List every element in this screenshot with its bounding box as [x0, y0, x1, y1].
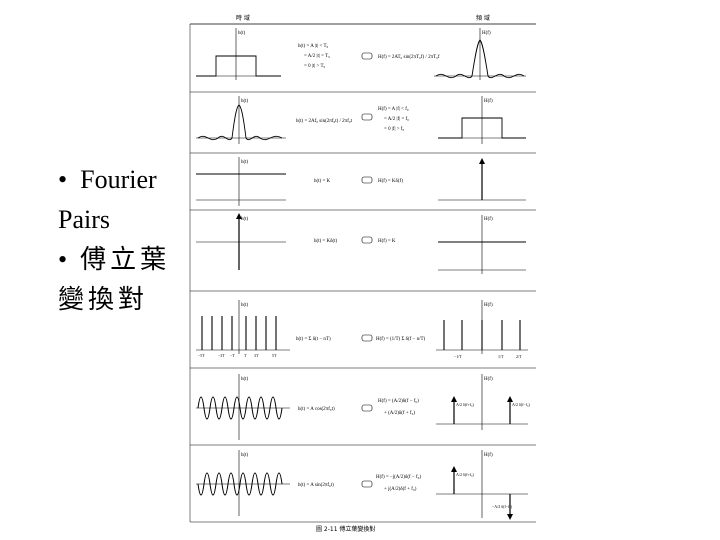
svg-text:−3T: −3T [218, 353, 225, 358]
row4-time-eq: h(t) = Kδ(t) [314, 239, 338, 244]
row2-time-eq: h(t) = 2Af₀ sin(2πf₀t) / 2πf₀t [296, 119, 353, 124]
row6-freq-label: H(f) [484, 377, 493, 382]
row6-freq-eq-1: H(f) = (A/2)δ(f − f₀) [378, 399, 419, 404]
row6-time-label: h(t) [241, 377, 249, 382]
row-4: h(t) h(t) = Kδ(t) H(f) = K H(f) [196, 213, 526, 274]
row7-time-eq: h(t) = A sin(2πf₀t) [298, 483, 334, 488]
row1-time-eq-1: h(t) = A |t| < T₀ [298, 44, 329, 49]
row4-freq-eq: H(f) = K [378, 239, 396, 244]
svg-text:−1/T: −1/T [454, 354, 462, 359]
row-2: h(t) h(t) = 2Af₀ sin(2πf₀t) / 2πf₀t H(f)… [196, 96, 526, 144]
row2-freq-label: H(f) [484, 99, 493, 104]
header-freq-domain: 頻 域 [476, 14, 490, 22]
svg-text:−A/2 δ(f−f₀): −A/2 δ(f−f₀) [492, 504, 513, 509]
bullet-chinese-title: • 傅立葉變換對 [58, 245, 171, 314]
fourier-pairs-figure: 時 域 頻 域 h(t) h(t) = A |t| < T₀ = A/2 |t|… [186, 10, 540, 535]
row1-time-eq-3: = 0 |t| > T₀ [304, 64, 325, 69]
row3-time-label: h(t) [241, 160, 249, 165]
svg-text:T: T [244, 353, 247, 358]
row3-freq-eq: H(f) = Kδ(f) [378, 179, 403, 184]
row-separators [190, 91, 536, 523]
figure-svg: 時 域 頻 域 h(t) h(t) = A |t| < T₀ = A/2 |t|… [189, 14, 536, 533]
row7-freq-eq-2: + j(A/2)δ(f + f₀) [384, 487, 417, 492]
row7-time-label: h(t) [241, 453, 249, 458]
impulse-train-freq [443, 320, 521, 350]
row3-time-eq: h(t) = K [314, 179, 331, 184]
row1-time-label: h(t) [238, 31, 246, 36]
svg-text:1/T: 1/T [498, 354, 504, 359]
row5-time-label: h(t) [241, 303, 249, 308]
row5-freq-label: H(f) [484, 303, 493, 308]
row1-freq-label: H(f) [482, 31, 491, 36]
row5-time-eq: h(t) = Σ δ(t − nT) [296, 337, 331, 342]
bullet-fourier-pairs: • Fourier Pairs [58, 165, 157, 234]
row6-time-eq: h(t) = A cos(2πf₀t) [298, 407, 335, 412]
row7-freq-label: H(f) [484, 453, 493, 458]
row2-freq-eq-2: = A/2 |f| = f₀ [384, 117, 409, 122]
row1-time-eq-2: = A/2 |t| = T₀ [304, 54, 330, 59]
row7-freq-eq-1: H(f) = −j(A/2)δ(f − f₀) [376, 475, 421, 480]
svg-text:−5T: −5T [198, 353, 205, 358]
svg-text:2/T: 2/T [516, 354, 522, 359]
row2-freq-eq-1: H(f) = A |f| < f₀ [378, 107, 409, 112]
row-7: h(t) h(t) = A sin(2πf₀t) H(f) = −j(A/2)δ… [196, 450, 528, 520]
row5-freq-eq: H(f) = (1/T) Σ δ(f − n/T) [376, 337, 426, 342]
svg-text:A/2 δ(f−f₀): A/2 δ(f−f₀) [512, 402, 531, 407]
svg-text:A/2 δ(f+f₀): A/2 δ(f+f₀) [456, 472, 475, 477]
row-6: h(t) h(t) = A cos(2πf₀t) H(f) = (A/2)δ(f… [196, 374, 531, 440]
figure-caption: 圖 2-11 傅立葉變換對 [316, 525, 375, 533]
row2-freq-eq-3: = 0 |f| > f₀ [384, 127, 404, 132]
svg-text:A/2 δ(f+f₀): A/2 δ(f+f₀) [456, 402, 475, 407]
row-3: h(t) h(t) = K H(f) = Kδ(f) [196, 157, 526, 206]
svg-text:5T: 5T [272, 353, 277, 358]
row6-freq-eq-2: + (A/2)δ(f + f₀) [384, 411, 415, 416]
impulse-train-time [201, 316, 277, 350]
row1-freq-eq: H(f) = 2AT₀ sin(2πT₀f) / 2πT₀f [378, 55, 440, 60]
row-1: h(t) h(t) = A |t| < T₀ = A/2 |t| = T₀ = … [196, 28, 526, 80]
row-5: h(t) −5T −3T −T T 3T 5T h(t) = Σ δ(t − n… [196, 300, 528, 359]
row4-freq-label: H(f) [484, 217, 493, 222]
slide-bullets: • Fourier Pairs • 傅立葉變換對 [58, 160, 178, 320]
svg-text:−T: −T [230, 353, 235, 358]
svg-text:3T: 3T [254, 353, 259, 358]
row2-time-label: h(t) [241, 99, 249, 104]
row4-time-label: h(t) [241, 217, 249, 222]
header-time-domain: 時 域 [236, 14, 250, 22]
